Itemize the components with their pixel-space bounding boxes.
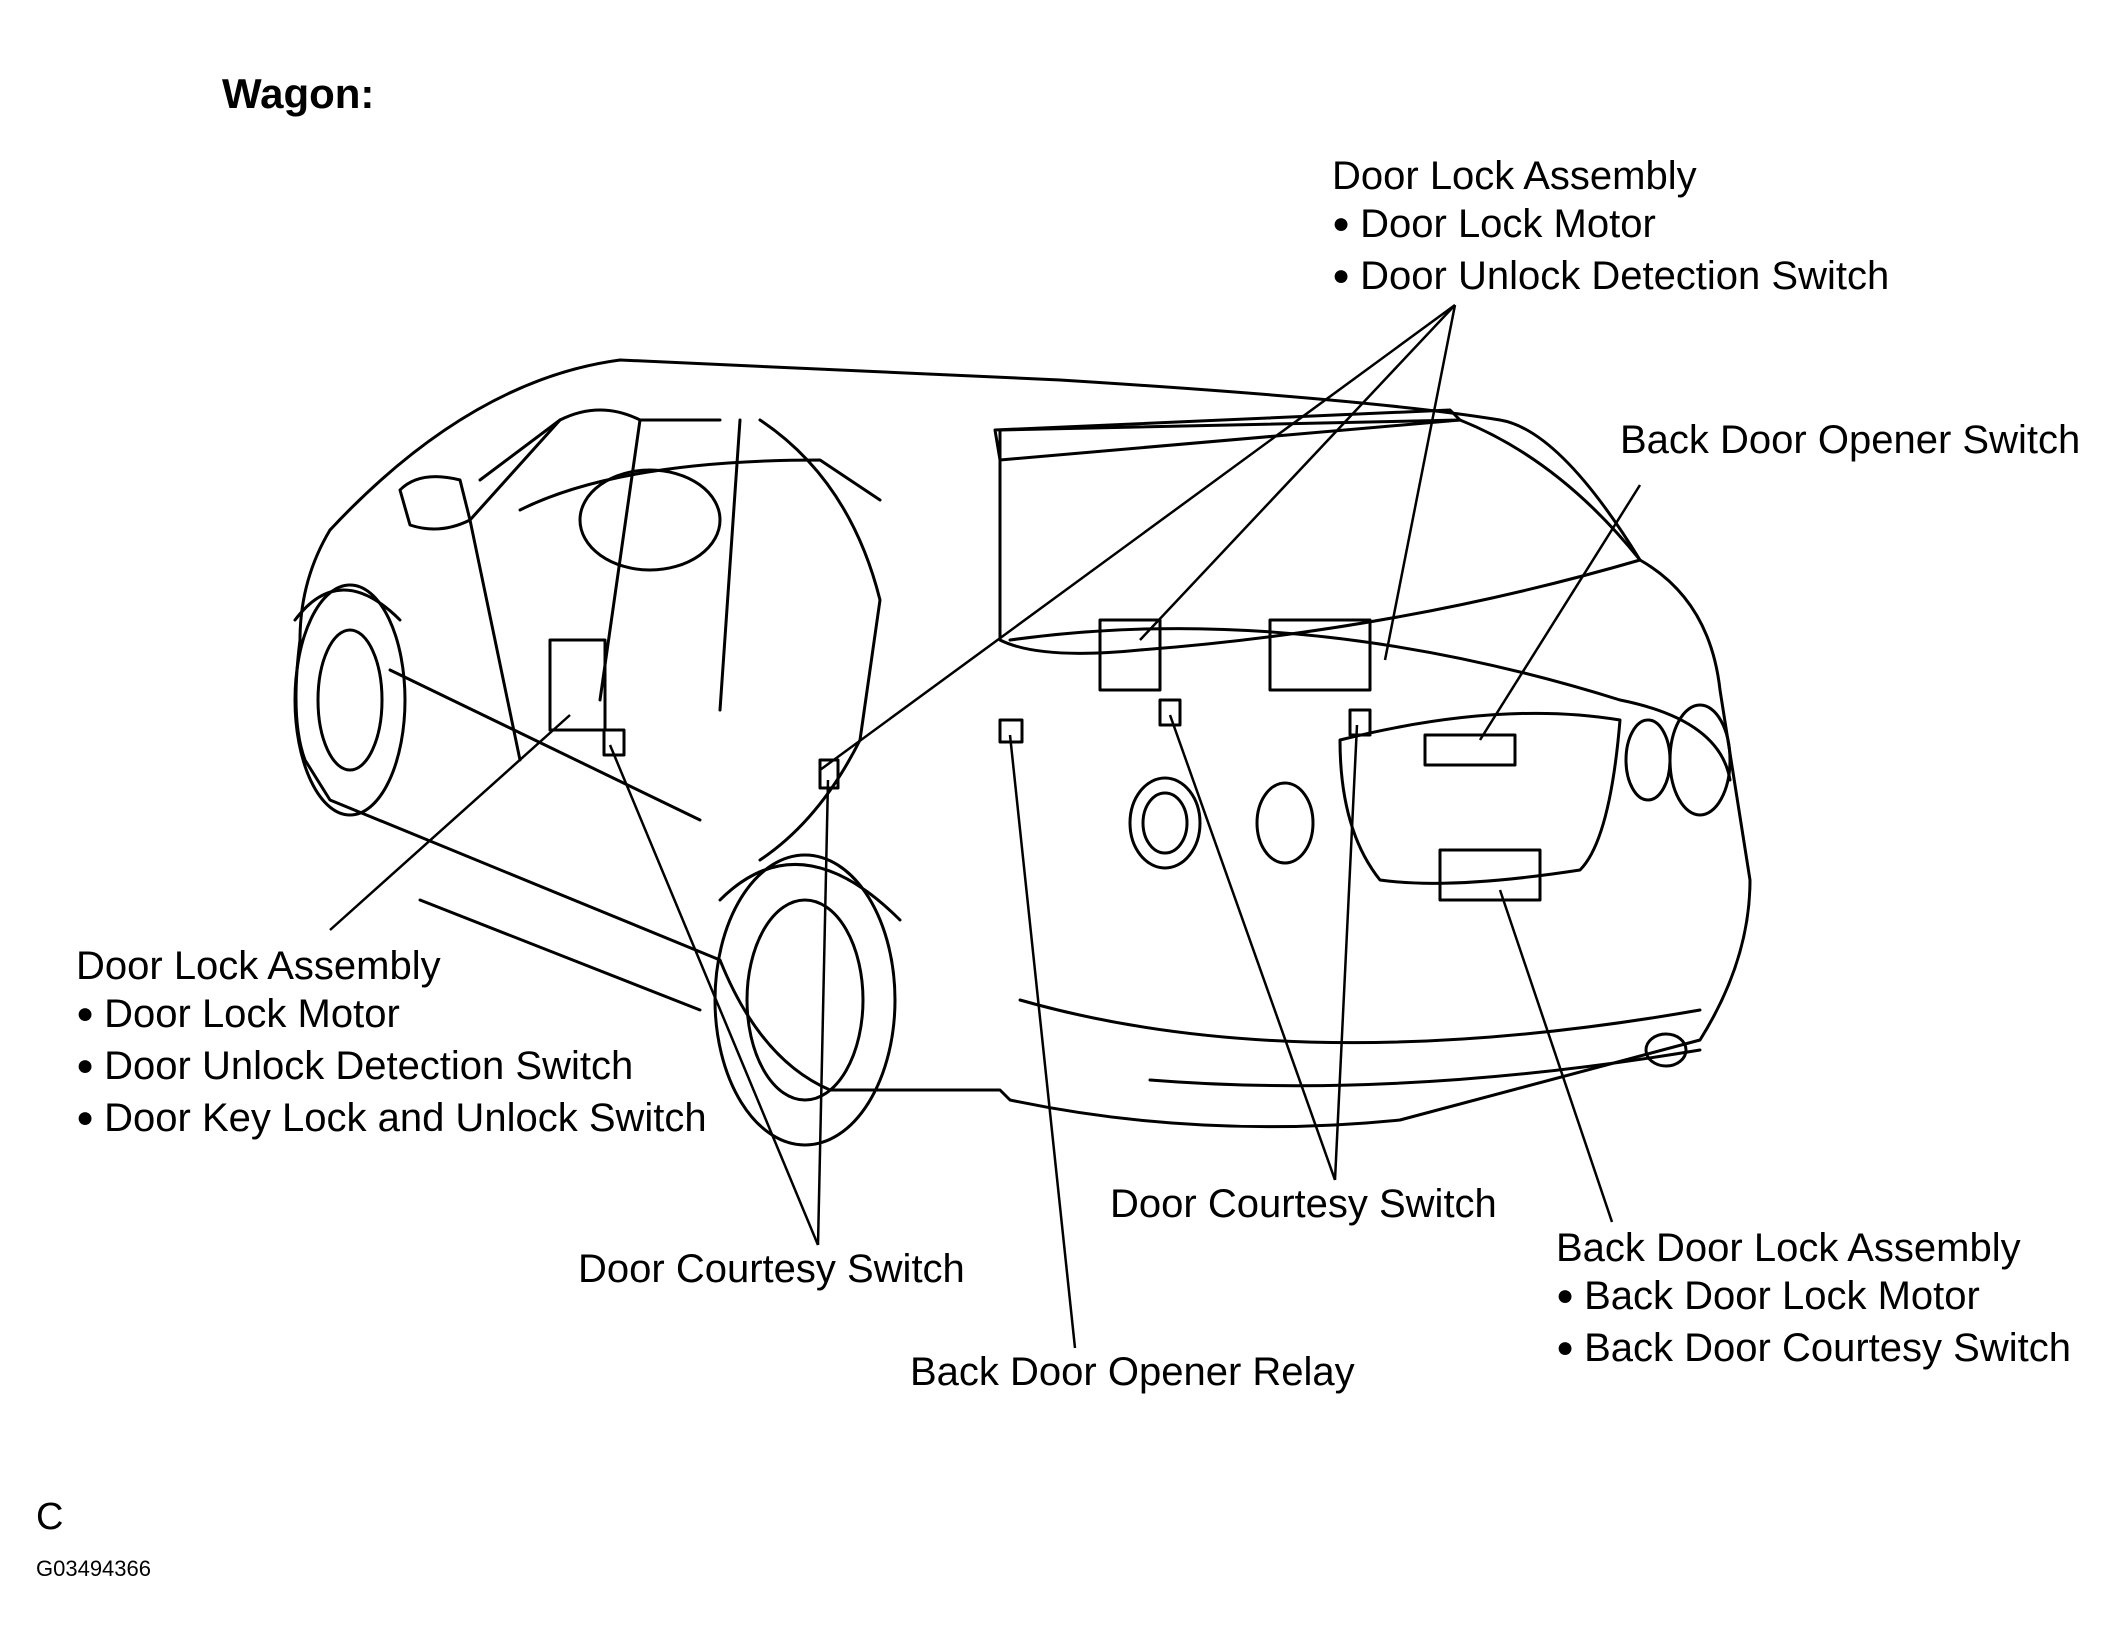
- label-item: Door Lock Motor: [76, 990, 707, 1042]
- courtesy-switch-right-a: [1158, 698, 1182, 727]
- lower-bumper: [1148, 1048, 1702, 1088]
- car-body-outline: [294, 528, 1752, 1129]
- license-plate-recess: [1338, 711, 1622, 885]
- label-back-door-opener-relay: Back Door Opener Relay: [910, 1350, 1355, 1394]
- dashboard: [518, 458, 882, 512]
- rear-wheel-hub: [745, 898, 865, 1102]
- b-pillar: [598, 418, 642, 702]
- front-wheel: [293, 583, 407, 817]
- courtesy-switch-left-a: [602, 728, 626, 757]
- label-door-courtesy-switch-left: Door Courtesy Switch: [578, 1247, 965, 1291]
- leader-front-door-lock: [329, 714, 571, 931]
- right-tail-light-outer: [1668, 703, 1732, 817]
- center-light: [1255, 781, 1315, 865]
- side-mirror: [398, 475, 472, 531]
- label-item: Door Unlock Detection Switch: [1332, 252, 1889, 304]
- back-door-lock-part: [1438, 848, 1542, 902]
- label-rear-door-lock: Door Lock Assembly Door Lock Motor Door …: [1332, 152, 1889, 304]
- label-heading: Door Lock Assembly: [1332, 154, 1697, 198]
- door-opening-rear: [758, 418, 882, 862]
- left-tail-light: [1128, 776, 1202, 870]
- leader-courtesy-right-b: [1333, 724, 1359, 1181]
- bumper-line: [1018, 998, 1702, 1045]
- label-item: Door Key Lock and Unlock Switch: [76, 1094, 707, 1146]
- opener-switch-part: [1423, 733, 1517, 767]
- rear-wheel-arch: [718, 862, 902, 922]
- car-roof-line: [328, 358, 1722, 692]
- rear-side-door-lock-part: [1268, 618, 1372, 692]
- c-pillar: [718, 418, 742, 712]
- diagram-title: Wagon:: [222, 70, 375, 117]
- side-molding: [388, 668, 702, 822]
- label-heading: Door Lock Assembly: [76, 944, 441, 988]
- label-item: Door Unlock Detection Switch: [76, 1042, 707, 1094]
- label-front-door-lock: Door Lock Assembly Door Lock Motor Door …: [76, 942, 707, 1146]
- spoiler: [993, 408, 1462, 462]
- page-letter: C: [36, 1496, 64, 1538]
- leader-rear-door-lock-a: [819, 303, 1456, 772]
- figure-code: G03494366: [36, 1556, 151, 1581]
- steering-wheel: [578, 468, 722, 572]
- leader-rear-door-lock-b: [1139, 304, 1456, 641]
- label-door-courtesy-switch-right: Door Courtesy Switch: [1110, 1182, 1497, 1226]
- leader-back-door-lock: [1498, 889, 1614, 1223]
- front-wheel-hub: [316, 628, 384, 772]
- leader-rear-door-lock-c: [1383, 304, 1457, 661]
- rear-window: [998, 418, 1642, 655]
- leader-opener-relay: [1008, 734, 1077, 1349]
- label-item: Back Door Courtesy Switch: [1556, 1324, 2071, 1376]
- label-item: Back Door Lock Motor: [1556, 1272, 2071, 1324]
- front-door-lock-part: [548, 638, 607, 732]
- label-back-door-opener-switch: Back Door Opener Switch: [1620, 418, 2081, 462]
- a-pillar: [478, 408, 722, 482]
- front-wheel-arch: [293, 588, 402, 622]
- courtesy-switch-right-b: [1348, 708, 1372, 737]
- rear-door-lock-part: [1098, 618, 1162, 692]
- label-back-door-lock: Back Door Lock Assembly Back Door Lock M…: [1556, 1224, 2071, 1376]
- door-opening-front: [468, 418, 562, 762]
- leader-courtesy-right-a: [1168, 714, 1337, 1181]
- right-tail-light: [1624, 718, 1672, 802]
- leader-opener-switch: [1478, 484, 1642, 741]
- label-item: Door Lock Motor: [1332, 200, 1889, 252]
- tail-pipe: [1644, 1032, 1688, 1068]
- left-tail-light-inner: [1141, 791, 1189, 855]
- leader-courtesy-left-a: [608, 744, 820, 1246]
- label-heading: Back Door Lock Assembly: [1556, 1226, 2021, 1270]
- leader-courtesy-left-b: [816, 779, 830, 1246]
